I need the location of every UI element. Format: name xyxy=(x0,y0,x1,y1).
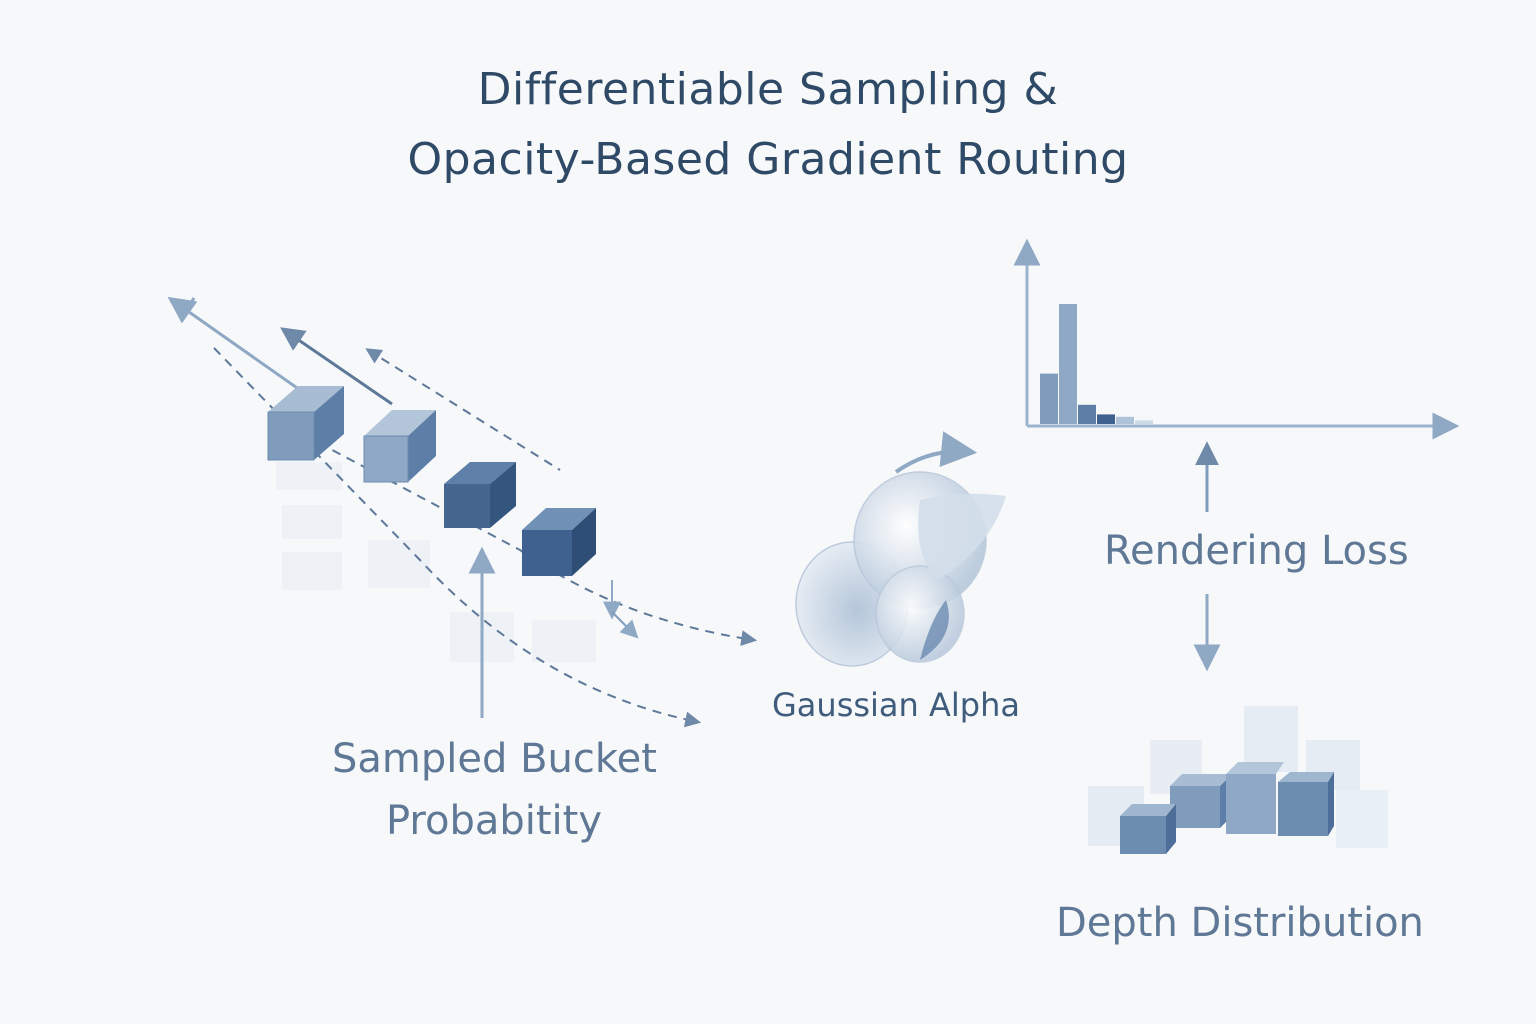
histogram-bars xyxy=(1040,304,1153,424)
sampled-bucket-label-line-1: Sampled Bucket xyxy=(332,736,657,782)
histogram-bar xyxy=(1116,416,1134,424)
histogram-bar xyxy=(1078,404,1096,424)
ray-arrows xyxy=(167,296,393,406)
sample-cube-3 xyxy=(444,462,516,528)
drop-arrows xyxy=(603,580,639,639)
histogram-bar xyxy=(1059,304,1077,424)
sample-cube-4 xyxy=(522,508,596,576)
rendering-loss-label: Rendering Loss xyxy=(1104,528,1409,574)
sampled-bucket-label-line-2: Probabitity xyxy=(386,798,603,844)
gaussian-blobs xyxy=(795,431,1006,667)
histogram-bar xyxy=(1097,414,1115,424)
diagram-title-line-2: Opacity-Based Gradient Routing xyxy=(407,134,1129,185)
diagram-title-line-1: Differentiable Sampling & xyxy=(477,64,1059,115)
gaussian-alpha-label: Gaussian Alpha xyxy=(772,686,1020,724)
histogram-bar xyxy=(1135,420,1153,424)
depth-distribution-cubes xyxy=(1088,706,1388,854)
histogram-axes xyxy=(1013,238,1460,440)
depth-distribution-label: Depth Distribution xyxy=(1056,900,1424,946)
histogram-bar xyxy=(1040,373,1058,424)
sample-cube-1 xyxy=(267,386,344,461)
sample-cube-2 xyxy=(363,410,436,483)
